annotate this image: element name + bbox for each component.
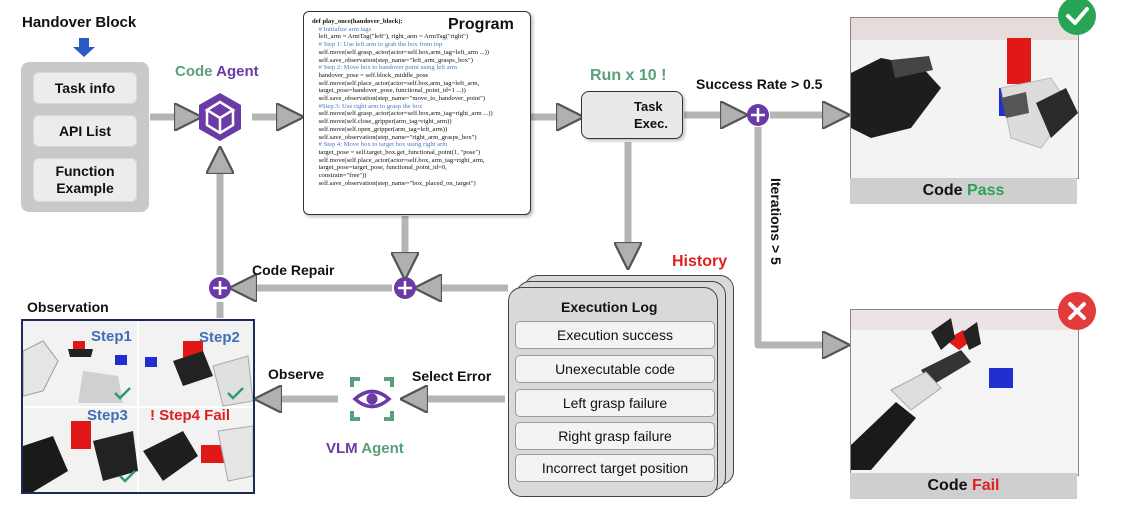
vlm-agent-label-part2: Agent xyxy=(361,440,404,457)
log-item-unexecutable-code: Unexecutable code xyxy=(515,355,715,383)
fail-caption: Code Fail xyxy=(850,473,1077,499)
observation-grid-drawing xyxy=(23,321,253,492)
log-item-incorrect-target: Incorrect target position xyxy=(515,454,715,482)
observe-label: Observe xyxy=(268,366,325,382)
task-exec-label: Task Exec. xyxy=(634,98,668,132)
observation-panel: Step1 Step2 Step3 ! Step4 Fail xyxy=(21,319,255,494)
step3-label: Step3 xyxy=(87,407,128,424)
fail-scene-drawing xyxy=(851,310,1078,475)
merge-plus-icons xyxy=(209,104,769,299)
code-line: self.move(self.place_actor(actor=self.bo… xyxy=(312,156,485,164)
code-line: target_pose=handover_pose, functional_po… xyxy=(312,87,466,95)
history-label: History xyxy=(672,253,728,270)
code-line: self.save_observation(step_name="left_ar… xyxy=(312,56,473,64)
success-rate-label: Success Rate > 0.5 xyxy=(696,76,823,92)
code-line: self.move(self.grasp_actor(actor=self.bo… xyxy=(312,48,489,56)
select-error-label: Select Error xyxy=(412,368,492,384)
code-line: self.move(self.grasp_actor(actor=self.bo… xyxy=(312,110,493,118)
plus-icon-repair xyxy=(209,277,231,299)
check-icon xyxy=(227,387,244,400)
arrow-to-fail xyxy=(754,127,836,345)
step4-fail-label: ! Step4 Fail xyxy=(150,407,231,424)
code-line: # Step 2: Move box to handover point usi… xyxy=(312,64,458,72)
check-icon xyxy=(114,387,131,400)
code-line: self.move(self.place_actor(actor=self.bo… xyxy=(312,79,480,87)
code-line: left_arm = ArmTag("left"), right_arm = A… xyxy=(312,33,469,41)
run-label: Run x 10 ! xyxy=(590,67,667,84)
log-item-right-grasp-failure: Right grasp failure xyxy=(515,422,715,450)
check-icon xyxy=(1058,0,1096,35)
code-line: self.move(self.close_gripper(arm_tag=rig… xyxy=(312,118,452,126)
code-line: # Step 4: Move box to target box using r… xyxy=(312,141,448,149)
pass-caption-prefix: Code xyxy=(922,182,963,199)
down-arrow-icon xyxy=(73,38,95,57)
iterations-label: Iterations > 5 xyxy=(768,178,784,265)
code-line: self.move(self.open_gripper(arm_tag=left… xyxy=(312,125,448,133)
pass-caption-word: Pass xyxy=(967,182,1005,199)
step1-label: Step1 xyxy=(91,328,132,345)
pass-scene-image xyxy=(850,17,1079,179)
fail-caption-prefix: Code xyxy=(927,477,968,494)
code-line: self.save_observation(step_name="box_pla… xyxy=(312,179,476,187)
code-line: def play_once(handover_block): xyxy=(312,18,403,25)
code-line: self.save_observation(step_name="move_to… xyxy=(312,95,485,103)
plus-icon-success xyxy=(747,104,769,126)
code-line: #Step 3: Use right arm to grasp the box xyxy=(312,102,423,110)
cube-icon xyxy=(199,93,241,141)
task-exec-line2: Exec. xyxy=(634,116,668,131)
fail-caption-word: Fail xyxy=(971,477,1000,494)
code-agent-label-part1: Code xyxy=(175,63,213,80)
code-line: target_pose=target_pose, functional_poin… xyxy=(312,164,447,172)
cross-icon xyxy=(1058,292,1096,330)
input-item-api-list: API List xyxy=(33,115,137,147)
input-block-title: Handover Block xyxy=(22,14,137,31)
input-item-function-example: Function Example xyxy=(33,158,137,202)
vlm-agent-label: VLM Agent xyxy=(326,440,404,457)
code-line: # Step 1: Use left arm to grab the box f… xyxy=(312,41,443,49)
task-exec-box xyxy=(581,91,683,139)
code-line: self.save_observation(step_name="right_a… xyxy=(312,133,477,141)
code-line: # Initialize arm tags xyxy=(312,25,372,33)
eye-icon xyxy=(350,377,394,421)
program-code: def play_once(handover_block): # Initial… xyxy=(312,18,493,187)
code-agent-label: Code Agent xyxy=(175,63,259,80)
code-line: constrain="free")) xyxy=(312,172,367,180)
step2-label: Step2 xyxy=(199,329,240,346)
code-agent-label-part2: Agent xyxy=(216,63,259,80)
task-exec-line1: Task xyxy=(634,99,663,114)
log-item-left-grasp-failure: Left grasp failure xyxy=(515,389,715,417)
pass-caption: Code Pass xyxy=(850,178,1077,204)
pass-scene-drawing xyxy=(851,18,1078,178)
program-title: Program xyxy=(448,16,514,33)
plus-icon-program xyxy=(394,277,416,299)
iterations-wrap: Iterations > 5 xyxy=(764,178,784,288)
input-item-task-info: Task info xyxy=(33,72,137,104)
observation-title: Observation xyxy=(27,299,109,315)
code-repair-label: Code Repair xyxy=(252,262,335,278)
vlm-agent-label-part1: VLM xyxy=(326,440,358,457)
code-line: target_pose = self.target_box.get_functi… xyxy=(312,148,481,156)
execution-log-title: Execution Log xyxy=(561,299,658,315)
fail-scene-image xyxy=(850,309,1079,476)
code-line: handover_pose = self.block_middle_pose xyxy=(312,71,429,79)
check-icon xyxy=(119,470,136,483)
program-code-box: def play_once(handover_block): # Initial… xyxy=(303,11,531,215)
input-panel: Task info API List Function Example xyxy=(21,62,149,212)
log-item-execution-success: Execution success xyxy=(515,321,715,349)
